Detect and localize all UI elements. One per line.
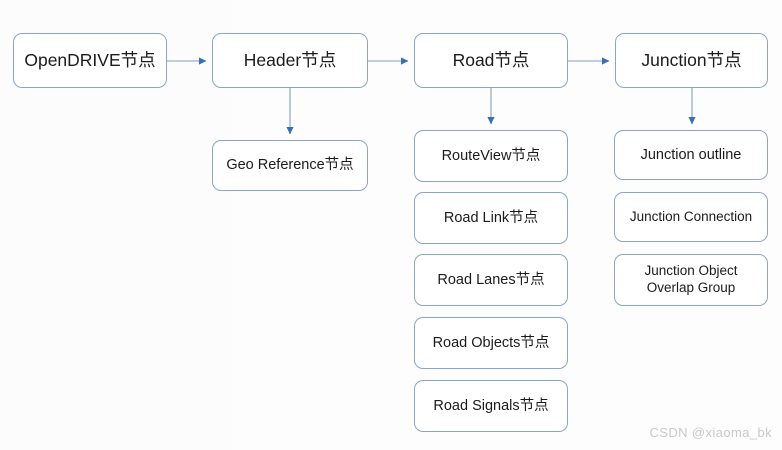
node-geo-reference[interactable]: Geo Reference节点	[212, 140, 368, 191]
node-road[interactable]: Road节点	[414, 33, 568, 88]
node-junction-outline[interactable]: Junction outline	[614, 130, 768, 180]
node-road-signals[interactable]: Road Signals节点	[414, 380, 568, 432]
node-route-view[interactable]: RouteView节点	[414, 130, 568, 182]
node-junction[interactable]: Junction节点	[615, 33, 768, 88]
node-road-lanes-label: Road Lanes节点	[437, 271, 545, 288]
node-geo-reference-label: Geo Reference节点	[226, 157, 354, 174]
node-junction-object-overlap-group[interactable]: Junction Object Overlap Group	[614, 254, 768, 306]
node-header-label: Header节点	[243, 49, 337, 70]
node-road-label: Road节点	[452, 49, 530, 70]
watermark: CSDN @xiaoma_bk	[649, 425, 772, 440]
node-road-objects[interactable]: Road Objects节点	[414, 317, 568, 369]
node-header[interactable]: Header节点	[212, 33, 368, 88]
node-junction-outline-label: Junction outline	[640, 146, 742, 163]
node-road-lanes[interactable]: Road Lanes节点	[414, 254, 568, 306]
node-road-link[interactable]: Road Link节点	[414, 192, 568, 244]
node-opendrive-label: OpenDRIVE节点	[24, 49, 156, 70]
node-road-objects-label: Road Objects节点	[432, 334, 550, 351]
node-opendrive[interactable]: OpenDRIVE节点	[13, 33, 167, 88]
node-route-view-label: RouteView节点	[441, 147, 541, 164]
node-junction-label: Junction节点	[641, 49, 742, 70]
node-junction-connection-label: Junction Connection	[629, 208, 753, 224]
node-road-signals-label: Road Signals节点	[433, 397, 549, 414]
node-road-link-label: Road Link节点	[443, 209, 539, 226]
node-junction-object-overlap-group-label: Junction Object Overlap Group	[644, 263, 738, 295]
node-junction-connection[interactable]: Junction Connection	[614, 192, 768, 242]
